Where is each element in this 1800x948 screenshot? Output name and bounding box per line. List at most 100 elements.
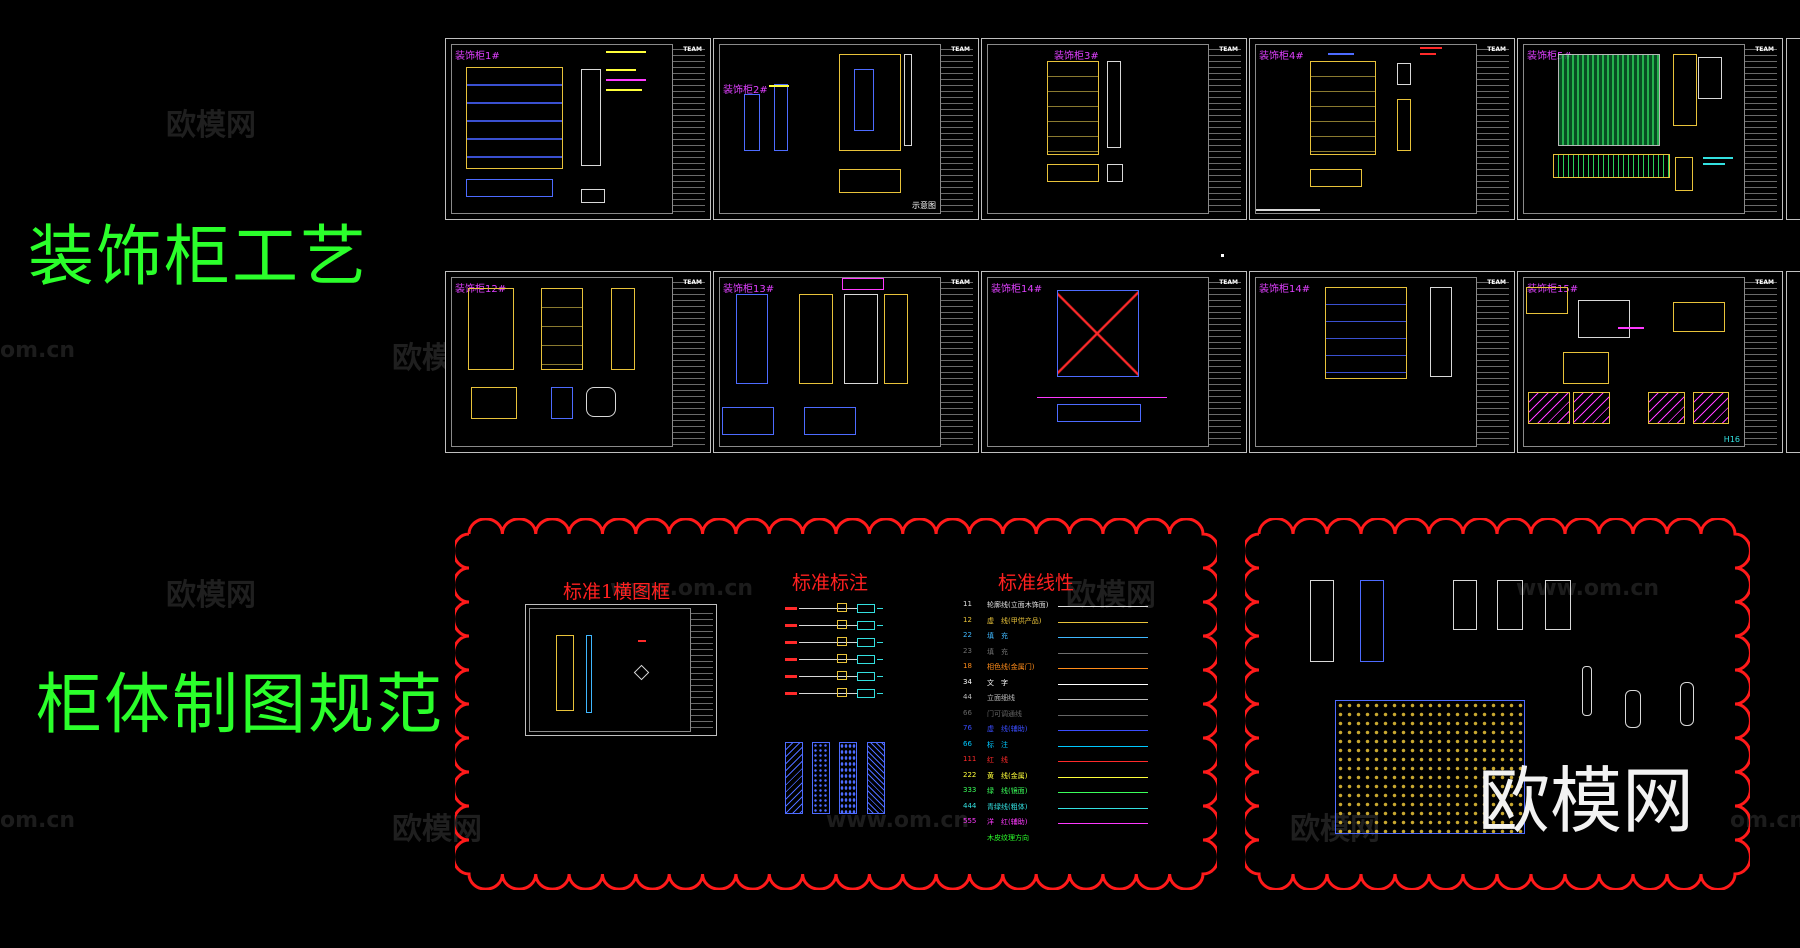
legend-row: 111 红 线 <box>963 755 1148 769</box>
sheet-logo: TEAM <box>683 46 702 53</box>
legend-row: 11 轮廓线(立面木饰面) <box>963 600 1148 614</box>
hatch-sample <box>785 742 803 814</box>
sheet-logo: TEAM <box>1755 46 1774 53</box>
legend-code: 44 <box>963 693 972 701</box>
cabinet-elevation <box>1545 580 1571 630</box>
legend-code: 111 <box>963 755 977 763</box>
drawing-sheet[interactable]: 装饰柜14# TEAM <box>1249 271 1515 453</box>
frame-title: 标准1横图框 <box>563 581 671 603</box>
cabinet-elevation <box>1453 580 1477 630</box>
drawing-sheet[interactable]: 装饰柜4# TEAM <box>1249 38 1515 220</box>
watermark-domain: om.cn <box>0 808 76 833</box>
legend-code: 18 <box>963 662 972 670</box>
legend-name: 文 字 <box>987 678 1008 687</box>
sheet-label: 装饰柜1# <box>455 51 500 62</box>
drawing-sheet[interactable]: 装饰柜14# TEAM <box>981 271 1247 453</box>
watermark-domain: om.cn <box>1730 808 1800 833</box>
legend-name: 轮廓线(立面木饰面) <box>987 601 1049 609</box>
legend-name: 洋 红(辅助) <box>987 818 1028 826</box>
dimension-sample <box>785 603 905 613</box>
hatch-sample <box>812 742 830 814</box>
legend-code: 22 <box>963 631 972 639</box>
legend-code: 66 <box>963 739 972 748</box>
watermark-site: www.om.cn <box>610 576 754 601</box>
drawing-sheet[interactable] <box>1786 271 1800 453</box>
sheet-label: 装饰柜14# <box>991 284 1043 295</box>
legend-name: 标 注 <box>987 740 1008 749</box>
legend-line-sample <box>1058 668 1148 669</box>
sheet-note: H16 <box>1723 435 1740 444</box>
legend-line-sample <box>1058 730 1148 731</box>
sheet-logo: TEAM <box>951 279 970 286</box>
legend-name: 门可调通线 <box>987 709 1022 718</box>
legend-name: 绿 线(镜面) <box>987 787 1028 795</box>
legend-row: 木皮纹理方向 <box>963 833 1143 847</box>
legend-code: 66 <box>963 708 972 717</box>
cabinet-elevation <box>1497 580 1523 630</box>
drawing-sheet[interactable]: 装饰柜15# TEAM H16 <box>1517 271 1783 453</box>
legend-name: 填 充 <box>987 632 1008 640</box>
legend-code: 11 <box>963 600 972 608</box>
stray-dot <box>1221 254 1224 257</box>
furniture-block-library[interactable] <box>1335 700 1525 834</box>
decor-figure <box>1680 682 1694 726</box>
legend-line-sample <box>1058 776 1148 778</box>
sheet-logo: TEAM <box>951 46 970 53</box>
title-standards: 柜体制图规范 <box>36 666 444 743</box>
legend-name: 红 线 <box>987 756 1008 764</box>
drawing-sheet[interactable]: 装饰柜1# TEAM <box>445 38 711 220</box>
dimension-sample <box>785 671 905 681</box>
dimension-sample <box>785 654 905 664</box>
legend-line-sample <box>1058 637 1148 638</box>
cabinet-elevation <box>1310 580 1334 662</box>
watermark-brand: 欧模网 <box>1066 578 1156 613</box>
sheet-label: 装饰柜5# <box>1527 51 1572 62</box>
dimension-sample <box>785 637 905 647</box>
decor-figure <box>1625 690 1641 728</box>
dimension-sample <box>785 688 905 698</box>
legend-code: 555 <box>963 817 977 825</box>
legend-name: 相色线(金属门) <box>987 663 1035 671</box>
drawing-sheet[interactable]: 装饰柜3# TEAM <box>981 38 1247 220</box>
legend-code: 444 <box>963 801 977 810</box>
legend-code: 23 <box>963 646 972 655</box>
drawing-sheet[interactable]: 装饰柜12# TEAM <box>445 271 711 453</box>
legend-line-sample <box>1058 621 1148 623</box>
drawing-sheet[interactable]: 装饰柜2# TEAM 示意图 <box>713 38 979 220</box>
watermark-brand: 欧模网 <box>166 578 256 613</box>
legend-name: 木皮纹理方向 <box>987 833 1029 842</box>
sheet-logo: TEAM <box>1487 279 1506 286</box>
legend-line-sample <box>1058 761 1148 762</box>
legend-row: 22 填 充 <box>963 631 1148 645</box>
title-process: 装饰柜工艺 <box>28 218 368 295</box>
hatch-sample <box>867 742 885 814</box>
legend-line-sample <box>1058 683 1148 685</box>
watermark-site: www.om.cn <box>1516 576 1660 601</box>
decor-figure <box>1582 666 1592 716</box>
sheet-logo: TEAM <box>1219 46 1238 53</box>
legend-line-sample <box>1058 652 1148 654</box>
legend-line-sample <box>1058 745 1148 747</box>
legend-code: 222 <box>963 770 977 779</box>
legend-name: 立面细线 <box>987 694 1015 702</box>
legend-line-sample <box>1058 792 1148 793</box>
dimension-sample <box>785 620 905 630</box>
legend-code: 333 <box>963 786 977 794</box>
sheet-label: 装饰柜15# <box>1527 284 1579 295</box>
drawing-sheet[interactable]: 装饰柜13# TEAM <box>713 271 979 453</box>
standard-frame-sheet[interactable] <box>525 604 717 736</box>
legend-row: 44 立面细线 <box>963 693 1148 707</box>
dimension-title: 标准标注 <box>792 572 869 594</box>
legend-line-sample <box>1058 823 1148 824</box>
watermark-brand: 欧模网 <box>166 108 256 143</box>
legend-row: 66 门可调通线 <box>963 708 1148 723</box>
drawing-sheet[interactable] <box>1786 38 1800 220</box>
hatch-sample <box>839 742 857 814</box>
drawing-sheet[interactable]: 装饰柜5# TEAM <box>1517 38 1783 220</box>
